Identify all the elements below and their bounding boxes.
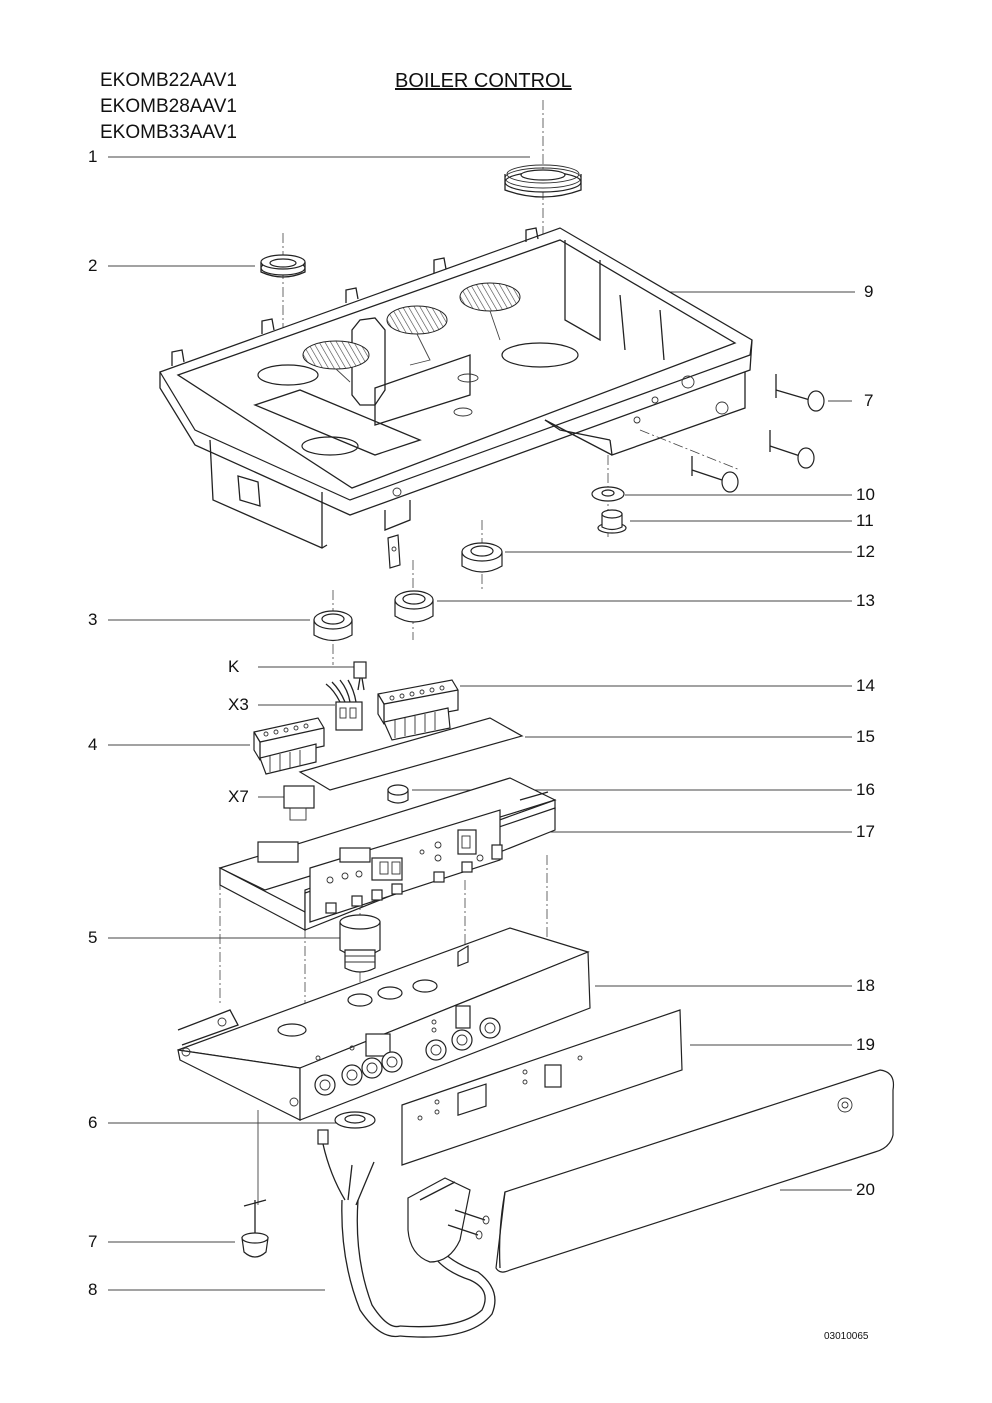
connector-x7 [283, 785, 315, 821]
label-8: 8 [88, 1280, 98, 1299]
label-5: 5 [88, 928, 98, 947]
label-x3: X3 [228, 695, 249, 714]
label-x7: X7 [228, 787, 249, 806]
part-15-insulating-sheet [298, 717, 524, 791]
label-14: 14 [856, 676, 875, 695]
label-16: 16 [856, 780, 875, 799]
part-5-cable-gland [339, 914, 381, 973]
label-7-bottom: 7 [88, 1232, 98, 1251]
part-4-terminal-block [253, 717, 325, 775]
label-19: 19 [856, 1035, 875, 1054]
part-3-nut [313, 610, 353, 642]
part-18-control-tray [177, 927, 591, 1121]
label-2: 2 [88, 256, 98, 275]
part-17-pcb-assembly [218, 777, 557, 931]
part-10-washer [591, 486, 625, 502]
part-16-button [387, 784, 409, 804]
label-k: K [228, 657, 240, 676]
part-20-cover-flap [495, 1069, 895, 1273]
label-13: 13 [856, 591, 875, 610]
connector-x3 [325, 679, 363, 731]
part-1-large-grommet [504, 164, 582, 198]
label-11: 11 [856, 511, 874, 530]
label-12: 12 [856, 542, 875, 561]
part-13-nut [394, 590, 434, 623]
diagram-title: BOILER CONTROL [395, 70, 572, 92]
part-19-front-plate [401, 1009, 683, 1166]
model-name-1: EKOMB22AAV1 [100, 70, 237, 91]
label-9: 9 [864, 282, 874, 301]
part-7-pin-bottom [241, 1199, 269, 1258]
part-6-grommet [334, 1111, 376, 1129]
part-8-power-cable [317, 1129, 496, 1338]
model-name-3: EKOMB33AAV1 [100, 122, 237, 143]
part-7-pins [691, 374, 825, 493]
label-20: 20 [856, 1180, 875, 1199]
label-6: 6 [88, 1113, 98, 1132]
connector-k [353, 661, 367, 691]
part-12-nut [461, 542, 503, 573]
part-11-bushing [597, 509, 627, 534]
label-4: 4 [88, 735, 98, 754]
part-2-small-grommet [260, 254, 306, 278]
label-1: 1 [88, 147, 98, 166]
part-14-terminal-block [377, 679, 459, 741]
drawing-code: 03010065 [824, 1331, 869, 1342]
label-3: 3 [88, 610, 98, 629]
model-name-2: EKOMB28AAV1 [100, 96, 237, 117]
label-17: 17 [856, 822, 875, 841]
label-10: 10 [856, 485, 875, 504]
housing-box [159, 227, 753, 569]
label-15: 15 [856, 727, 875, 746]
label-7-top: 7 [864, 391, 874, 410]
label-18: 18 [856, 976, 875, 995]
